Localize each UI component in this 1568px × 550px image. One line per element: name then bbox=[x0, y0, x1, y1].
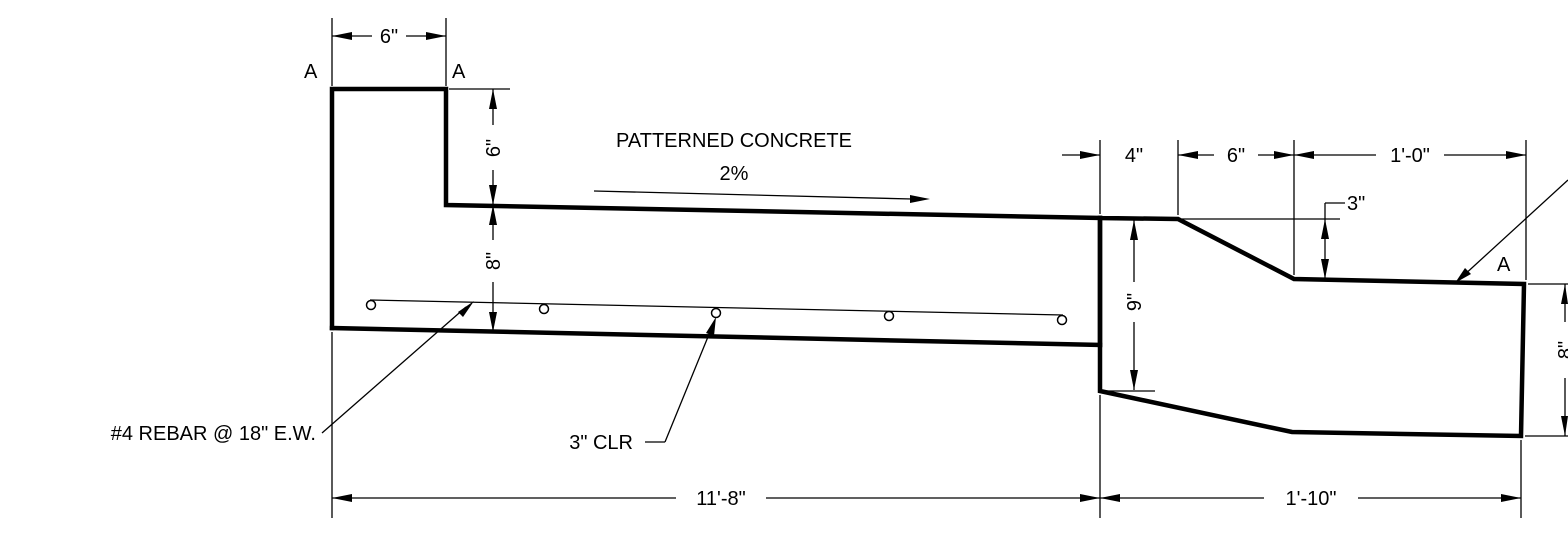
rebar-bar-1 bbox=[365, 299, 377, 311]
slab-length-label: 11'-8" bbox=[696, 488, 745, 510]
section-mark-a-top: A bbox=[452, 61, 466, 83]
flat-width-label: 1'-0" bbox=[1390, 145, 1430, 167]
slope-arrow-line bbox=[593, 190, 913, 200]
rebar-bar-5 bbox=[1056, 314, 1068, 326]
taper-width-label: 6" bbox=[1227, 145, 1245, 167]
slab-and-stem-outline bbox=[329, 86, 1103, 331]
slab-thickness-arrow-top bbox=[489, 205, 497, 225]
joint-width-label: 4" bbox=[1125, 145, 1143, 167]
cover-note: 3" CLR bbox=[569, 432, 633, 454]
curb-length-label: 1'-10" bbox=[1286, 488, 1337, 510]
rebar-leader-line bbox=[321, 306, 467, 434]
top-width-arrow-left bbox=[332, 32, 352, 40]
slope-arrowhead bbox=[910, 195, 930, 203]
section-mark-a-left: A bbox=[304, 61, 318, 83]
slope-label: 2% bbox=[720, 163, 749, 185]
end-thickness-label: 8" bbox=[1555, 341, 1568, 359]
rebar-bar-3 bbox=[710, 307, 722, 319]
top-width-arrow-right bbox=[426, 32, 446, 40]
step-arrow-top bbox=[1321, 219, 1329, 239]
slab-thickness-arrow-bottom bbox=[489, 312, 497, 332]
flat-width-arrow-left bbox=[1294, 151, 1314, 159]
rebar-bar-4 bbox=[883, 310, 895, 322]
step-depth-label: 3" bbox=[1347, 193, 1365, 215]
rebar-mat-line bbox=[369, 299, 1064, 316]
slab-length-arrow-right bbox=[1080, 494, 1100, 502]
taper-width-arrow-right bbox=[1274, 151, 1294, 159]
slab-length-arrow-left bbox=[332, 494, 352, 502]
curb-height-arrow-top bbox=[1130, 220, 1138, 240]
joint-width-arrow-left bbox=[1080, 151, 1100, 159]
section-mark-a-right: A bbox=[1497, 254, 1511, 276]
top-width-label: 6" bbox=[380, 26, 398, 48]
curb-length-arrow-left bbox=[1100, 494, 1120, 502]
rebar-bar-2 bbox=[538, 303, 550, 315]
slab-thickness-label: 8" bbox=[483, 252, 505, 270]
end-thickness-arrow-bottom bbox=[1561, 416, 1568, 436]
flat-width-arrow-right bbox=[1506, 151, 1526, 159]
cover-leader-arrowhead bbox=[706, 317, 716, 336]
material-note: PATTERNED CONCRETE bbox=[616, 130, 852, 152]
end-thickness-arrow-top bbox=[1561, 284, 1568, 304]
curb-length-arrow-right bbox=[1501, 494, 1521, 502]
taper-width-arrow-left bbox=[1178, 151, 1198, 159]
surface-leader-arrowhead bbox=[1455, 268, 1471, 283]
step-arrow-bottom bbox=[1321, 259, 1329, 279]
surface-leader-line bbox=[1461, 179, 1568, 278]
stem-height-arrow-top bbox=[489, 89, 497, 109]
curb-height-label: 9" bbox=[1124, 293, 1146, 311]
stem-height-label: 6" bbox=[483, 139, 505, 157]
rebar-note: #4 REBAR @ 18" E.W. bbox=[111, 423, 316, 445]
rebar-leader-arrowhead bbox=[458, 301, 474, 317]
curb-height-arrow-bottom bbox=[1130, 370, 1138, 390]
slab-bottom-line bbox=[329, 325, 1103, 348]
curb-outline bbox=[1097, 215, 1527, 439]
cover-leader-diagonal bbox=[664, 326, 713, 443]
stem-height-arrow-bottom bbox=[489, 185, 497, 205]
